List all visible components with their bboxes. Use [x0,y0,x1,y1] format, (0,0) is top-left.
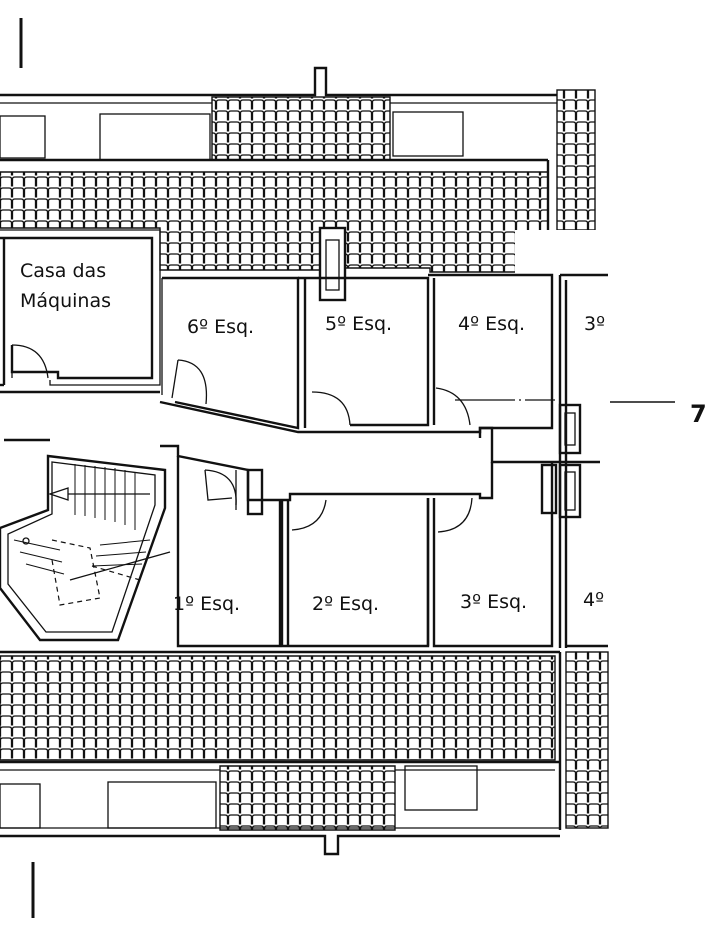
roof-top-band [0,66,560,273]
room-3-esq: 3º Esq. [426,462,554,648]
room-4-esq-top: 4º Esq. [428,273,554,438]
room-4-bottom-label: 4º [583,589,604,611]
machine-room: Casa das Máquinas [0,229,161,386]
stairwell [0,454,171,642]
room-3-label: 3º Esq. [460,591,527,613]
room-1-esq: 1º Esq. [173,456,282,648]
room-2-esq: 2º Esq. [280,498,430,648]
roof-tiles-top [0,171,549,273]
roof-tiles-right-bottom [565,651,609,829]
corridor [0,383,600,519]
room-6-label: 6º Esq. [187,316,254,338]
roof-tiles-bottom [0,655,556,761]
room-5-esq: 5º Esq. [298,226,430,428]
roof-tiles-bottom-center [219,765,396,831]
roof-bottom-band [0,650,560,856]
room-6-esq: 6º Esq. [161,276,300,430]
room-4-partial: 4º [566,589,608,648]
machine-room-label-line1: Casa das [20,260,106,282]
room-5-label: 5º Esq. [325,313,392,335]
roof-tiles-right-top [556,89,596,231]
room-3-top-label: 3º [584,313,605,335]
room-1-label: 1º Esq. [173,593,240,615]
room-2-label: 2º Esq. [312,593,379,615]
machine-room-label-line2: Máquinas [20,290,111,312]
section-line: 7 [455,399,706,428]
roof-tiles-top-center [211,96,391,161]
room-4-top-label: 4º Esq. [458,313,525,335]
section-marker-label: 7 [690,400,706,428]
